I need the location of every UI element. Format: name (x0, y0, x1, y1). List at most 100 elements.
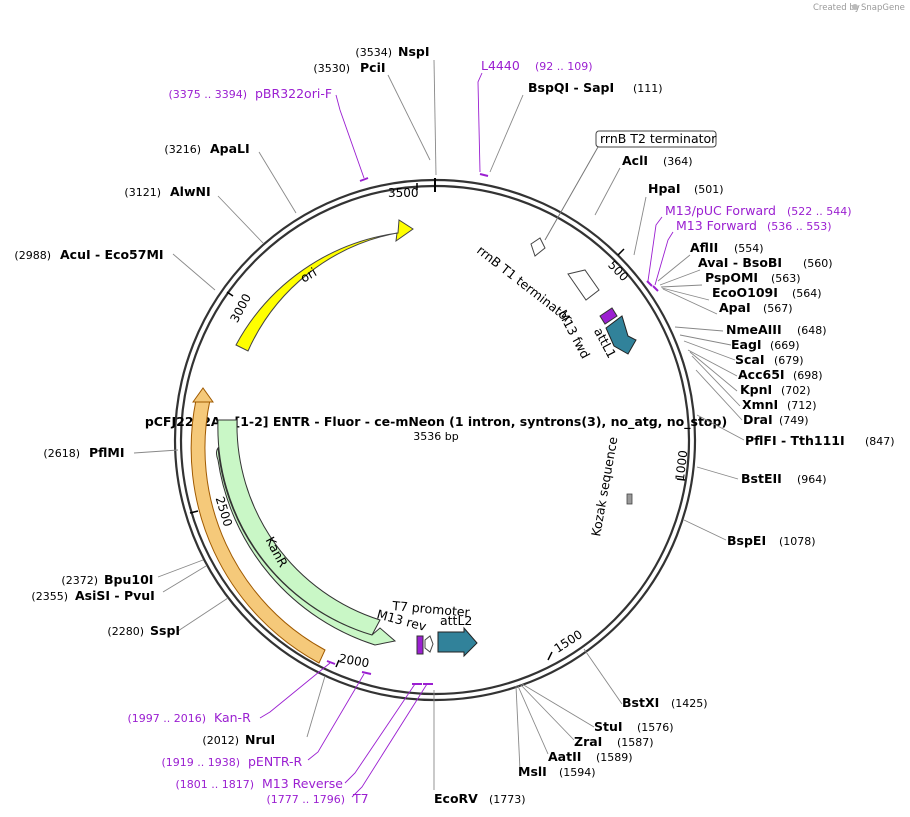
site-pos-alwni: (3121) (124, 186, 161, 199)
site-name-zrai: ZraI (574, 734, 602, 749)
primer-pos-l4440: (92 .. 109) (535, 60, 593, 73)
site-pos-hpai: (501) (694, 183, 724, 196)
site-name-asisi: AsiSI - PvuI (75, 588, 155, 603)
site-name-sspi: SspI (150, 623, 180, 638)
feature-rrnb-t1 (567, 269, 600, 301)
tick-label-1000: 1000 (673, 449, 691, 481)
site-pos-pspomi: (563) (771, 272, 801, 285)
tick-label-3000: 3000 (227, 291, 254, 325)
site-pos-xmni: (712) (787, 399, 817, 412)
feature-label-kozak: Kozak sequence (588, 435, 620, 537)
site-name-avai: AvaI - BsoBI (698, 255, 782, 270)
site-pos-kpni: (702) (781, 384, 811, 397)
site-pos-bspqi: (111) (633, 82, 663, 95)
site-name-drai: DraI (743, 412, 773, 427)
feature-m13-fwd (599, 307, 618, 325)
site-name-pflfi: PflFI - Tth111I (745, 433, 845, 448)
site-pos-stui: (1576) (637, 721, 674, 734)
feature-attl2 (437, 626, 478, 658)
tick-label-500: 500 (605, 258, 631, 284)
site-pos-pfimi: (2618) (43, 447, 80, 460)
feature-kozak (626, 493, 633, 505)
primer-pos-t7: (1777 .. 1796) (266, 793, 345, 806)
site-pos-nmeaiii: (648) (797, 324, 827, 337)
site-pos-zrai: (1587) (617, 736, 654, 749)
site-pos-drai: (749) (779, 414, 809, 427)
site-name-bspei: BspEI (727, 533, 766, 548)
primer-markers (326, 173, 659, 685)
site-name-apai: ApaI (719, 300, 751, 315)
site-pos-bstxi: (1425) (671, 697, 708, 710)
site-name-bpu10i: Bpu10I (104, 572, 153, 587)
site-name-apali: ApaLI (210, 141, 250, 156)
site-pos-eco0109i: (564) (792, 287, 822, 300)
site-pos-scai: (679) (774, 354, 804, 367)
feature-kanr-arrowhead (192, 387, 214, 403)
site-pos-acui: (2988) (14, 249, 51, 262)
site-name-nmeaiii: NmeAIII (726, 322, 782, 337)
site-name-bstxi: BstXI (622, 695, 659, 710)
primer-name-m13puc: M13/pUC Forward (665, 203, 776, 218)
site-pos-sspi: (2280) (107, 625, 144, 638)
site-pos-bsteii: (964) (797, 473, 827, 486)
site-name-pfimi: PflMI (89, 445, 125, 460)
primer-name-m13rev: M13 Reverse (262, 776, 343, 791)
site-name-msli: MslI (518, 764, 547, 779)
feature-label-rrnb-t2: rrnB T2 terminator (600, 131, 717, 146)
feature-t7-promoter (424, 635, 434, 653)
site-name-scai: ScaI (735, 352, 765, 367)
feature-kanr-highlight (190, 399, 326, 664)
site-leaders (133, 59, 745, 790)
site-name-acli: AclI (622, 153, 648, 168)
site-name-bspqi: BspQI - SapI (528, 80, 614, 95)
site-name-stui: StuI (594, 719, 623, 734)
plasmid-name: pCFJ2262A - [1-2] ENTR - Fluor - ce-mNeo… (145, 414, 727, 430)
site-pos-acli: (364) (663, 155, 693, 168)
site-name-aflii: AflII (690, 240, 718, 255)
primer-pos-pentr: (1919 .. 1938) (161, 756, 240, 769)
primer-pos-kanr: (1997 .. 2016) (127, 712, 206, 725)
primer-name-pbr322: pBR322ori-F (255, 86, 332, 101)
site-pos-bspei: (1078) (779, 535, 816, 548)
site-name-acc65i: Acc65I (738, 367, 785, 382)
site-pos-bpu10i: (2372) (61, 574, 98, 587)
site-name-nspi: NspI (398, 44, 430, 59)
feature-kanr (216, 419, 397, 646)
feature-label-m13-fwd: M13 fwd (555, 307, 593, 361)
site-name-hpai: HpaI (648, 181, 681, 196)
plasmid-size: 3536 bp (413, 430, 458, 443)
feature-label-t7-promoter: T7 promoter (391, 598, 471, 620)
site-pos-apali: (3216) (164, 143, 201, 156)
site-pos-nspi: (3534) (355, 46, 392, 59)
site-name-nrui: NruI (245, 732, 275, 747)
feature-m13-rev (416, 635, 424, 655)
feature-rrnb-t2 (530, 237, 546, 257)
feature-label-ori: ori (298, 264, 320, 285)
site-pos-aatii: (1589) (596, 751, 633, 764)
site-pos-aflii: (554) (734, 242, 764, 255)
leader-rrnb-t2 (544, 146, 599, 241)
primer-pos-m13puc: (522 .. 544) (787, 205, 852, 218)
site-name-kpni: KpnI (740, 382, 772, 397)
site-name-aatii: AatII (548, 749, 581, 764)
site-name-alwni: AlwNI (170, 184, 211, 199)
site-pos-pcii: (3530) (313, 62, 350, 75)
site-pos-nrui: (2012) (202, 734, 239, 747)
site-pos-pflfi: (847) (865, 435, 895, 448)
feature-box-rrnb-t2 (595, 130, 717, 148)
site-name-pcii: PciI (360, 60, 386, 75)
feature-ori (235, 219, 414, 352)
tick-label-2000: 2000 (338, 651, 371, 670)
site-pos-acc65i: (698) (793, 369, 823, 382)
tick-marks (189, 183, 686, 668)
primer-leaders (259, 72, 674, 798)
site-name-pspomi: PspOMI (705, 270, 758, 285)
site-pos-eagi: (669) (770, 339, 800, 352)
primer-pos-m13rev: (1801 .. 1817) (175, 778, 254, 791)
feature-label-attl2: attL2 (440, 613, 472, 628)
site-name-acui: AcuI - Eco57MI (60, 247, 164, 262)
site-name-xmni: XmnI (742, 397, 778, 412)
primer-name-pentr: pENTR-R (248, 754, 303, 769)
site-pos-asisi: (2355) (31, 590, 68, 603)
